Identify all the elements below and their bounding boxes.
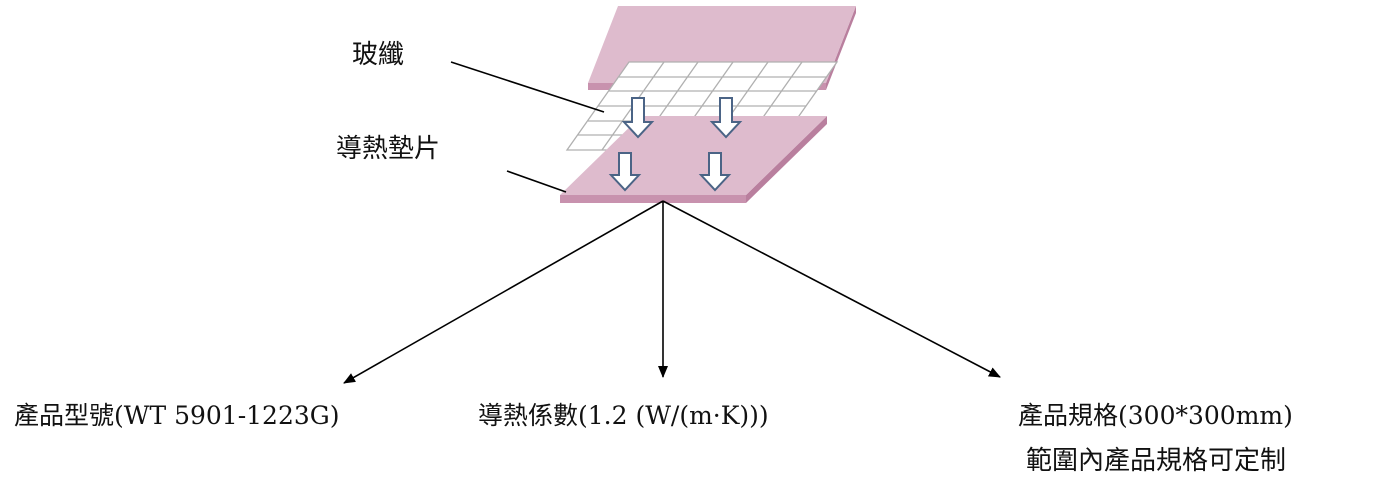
conductivity-label: 導熱係數(1.2 (W/(m·K))): [478, 401, 769, 430]
down-arrow-icon: [621, 97, 655, 139]
spec-label: 產品規格(300*300mm): [1018, 401, 1293, 430]
down-arrow-icon: [709, 97, 743, 139]
thermal-pad-leader-line: [506, 170, 567, 193]
fiberglass-leader-line: [450, 61, 605, 113]
down-arrow-icon: [698, 152, 732, 192]
model-arrow: [343, 200, 664, 384]
custom-spec-label: 範圍內產品規格可定制: [1026, 446, 1287, 476]
model-label: 產品型號(WT 5901-1223G): [14, 401, 340, 430]
down-arrow-icon: [608, 152, 642, 192]
fiberglass-label: 玻纖: [352, 40, 405, 70]
thermal-pad-label: 導熱墊片: [336, 134, 441, 164]
spec-arrow: [662, 200, 1001, 378]
